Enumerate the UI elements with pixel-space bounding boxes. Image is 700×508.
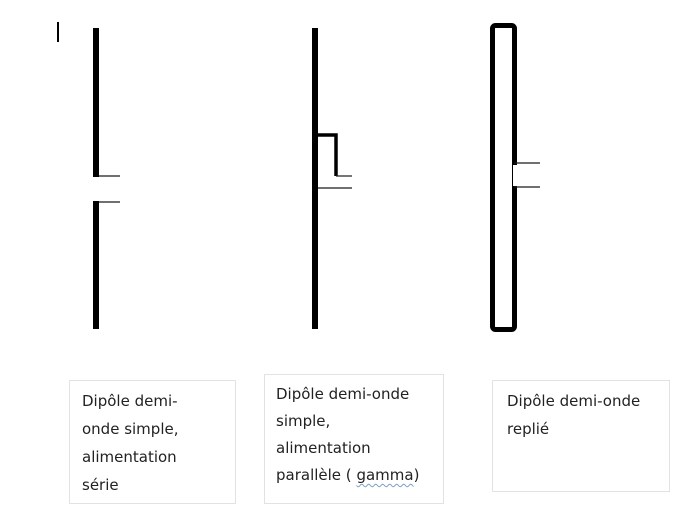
series-fed-dipole	[93, 28, 120, 329]
caption-line: Dipôle demi-	[82, 392, 178, 410]
caption-series-fed: Dipôle demi- onde simple, alimentation s…	[69, 380, 236, 504]
caption-line: Dipôle demi-onde	[276, 385, 410, 403]
gamma-arm	[318, 133, 338, 176]
caption-line-last: parallèle ( gamma)	[276, 462, 433, 489]
caption-gamma-fed: Dipôle demi-onde simple, alimentation pa…	[264, 374, 444, 504]
dipole-upper-arm	[93, 28, 99, 177]
caption-line: alimentation	[276, 439, 371, 457]
spellcheck-word: gamma	[356, 466, 414, 484]
dipole-lower-arm	[93, 201, 99, 329]
text-cursor-mark	[57, 22, 59, 42]
caption-text: parallèle (	[276, 466, 352, 484]
gamma-fed-dipole	[312, 28, 352, 329]
feed-gap-mask	[513, 165, 517, 186]
caption-folded: Dipôle demi-onde replié	[492, 380, 670, 492]
folded-loop	[490, 23, 517, 332]
caption-line: simple,	[276, 412, 331, 430]
caption-line: série	[82, 476, 119, 494]
caption-line: Dipôle demi-onde	[507, 392, 641, 410]
caption-line: onde simple,	[82, 420, 179, 438]
caption-line: alimentation	[82, 448, 177, 466]
folded-dipole	[490, 23, 540, 332]
caption-text: )	[413, 466, 420, 484]
dipole-element	[312, 28, 318, 329]
caption-line: replié	[507, 420, 550, 438]
